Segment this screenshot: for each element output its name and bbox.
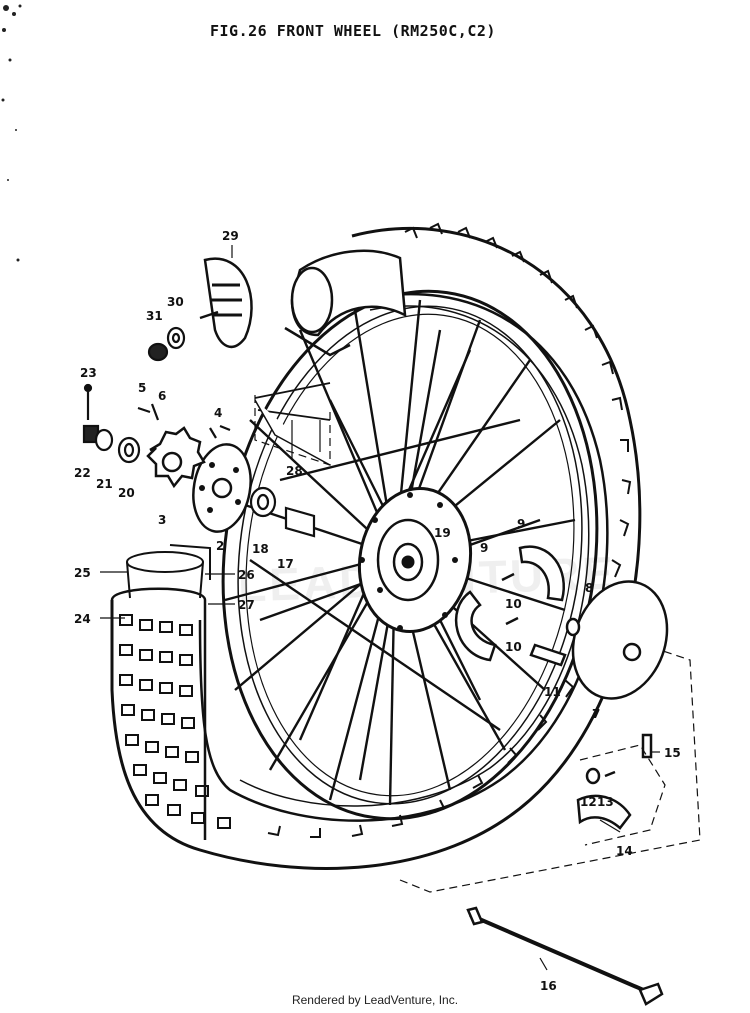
callout-10b: 10 — [505, 640, 522, 654]
callout-5: 5 — [138, 381, 146, 395]
brake-disc — [192, 443, 252, 533]
tire — [110, 222, 642, 870]
callout-14: 14 — [616, 844, 633, 858]
callout-19: 19 — [434, 526, 451, 540]
callout-29: 29 — [222, 229, 239, 243]
figure-title: FIG.26 FRONT WHEEL (RM250C,C2) — [210, 22, 496, 40]
callout-7: 7 — [592, 707, 600, 721]
callout-2: 2 — [216, 539, 224, 553]
callout-11: 11 — [544, 685, 561, 699]
callout-9a: 9 — [517, 517, 525, 531]
leader-lines — [100, 245, 660, 971]
callout-23: 23 — [80, 366, 97, 380]
footer-credit: Rendered by LeadVenture, Inc. — [291, 993, 459, 1007]
callout-31: 31 — [146, 309, 163, 323]
callout-13: 13 — [597, 795, 614, 809]
callout-labels: 2 3 4 5 6 7 8 9 9 10 10 11 12 13 14 15 1… — [74, 229, 681, 993]
callout-12: 12 — [580, 795, 597, 809]
tread-blocks — [119, 222, 632, 838]
callout-3: 3 — [158, 513, 166, 527]
callout-10a: 10 — [505, 597, 522, 611]
callout-27: 27 — [238, 598, 255, 612]
callout-26: 26 — [238, 568, 255, 582]
callout-30: 30 — [167, 295, 184, 309]
callout-25: 25 — [74, 566, 91, 580]
callout-18: 18 — [252, 542, 269, 556]
sprocket — [146, 426, 206, 489]
callout-20: 20 — [118, 486, 135, 500]
callout-6: 6 — [158, 389, 166, 403]
rim-band — [284, 249, 407, 357]
brake-parts — [454, 545, 669, 1006]
callout-16: 16 — [540, 979, 557, 993]
callout-15: 15 — [664, 746, 681, 760]
callout-24: 24 — [74, 612, 91, 626]
scan-speckle — [1, 4, 22, 262]
drive-hub — [199, 257, 253, 349]
callout-28: 28 — [286, 464, 303, 478]
hardware — [82, 326, 331, 538]
callout-17: 17 — [277, 557, 294, 571]
callout-22: 22 — [74, 466, 91, 480]
callout-8: 8 — [585, 581, 593, 595]
callout-21: 21 — [96, 477, 113, 491]
callout-9b: 9 — [480, 541, 488, 555]
callout-4: 4 — [214, 406, 222, 420]
hub — [357, 486, 473, 634]
